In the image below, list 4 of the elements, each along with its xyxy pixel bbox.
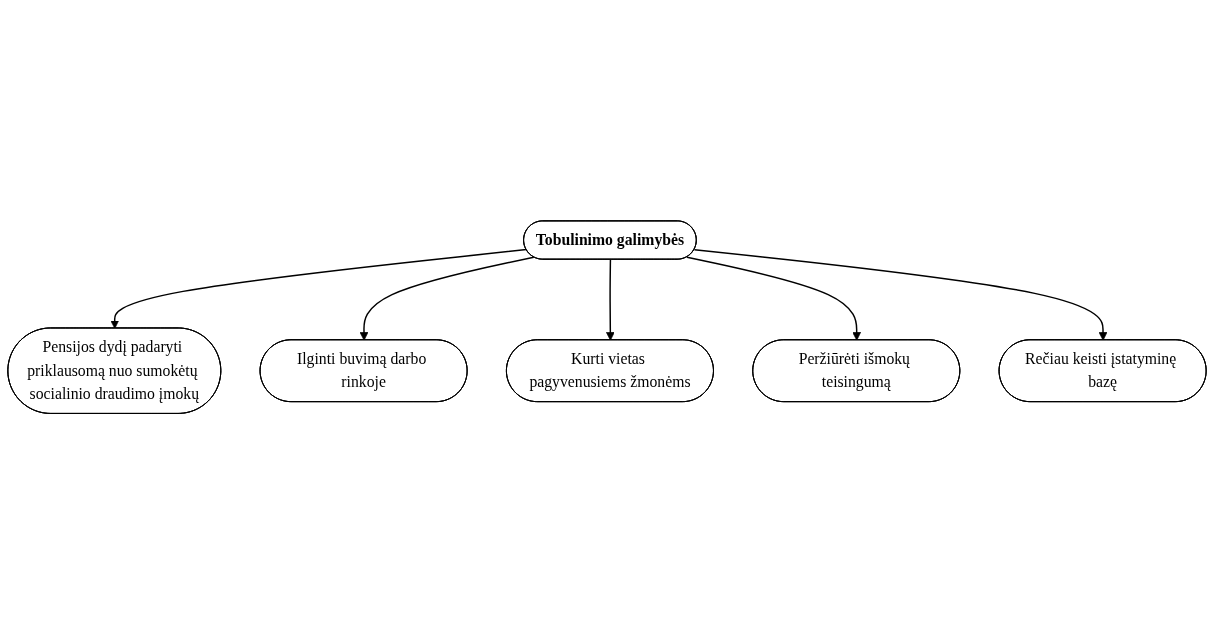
arrow <box>693 249 1108 341</box>
arrow <box>359 256 535 341</box>
arrow <box>606 259 615 341</box>
arrow <box>686 256 861 341</box>
